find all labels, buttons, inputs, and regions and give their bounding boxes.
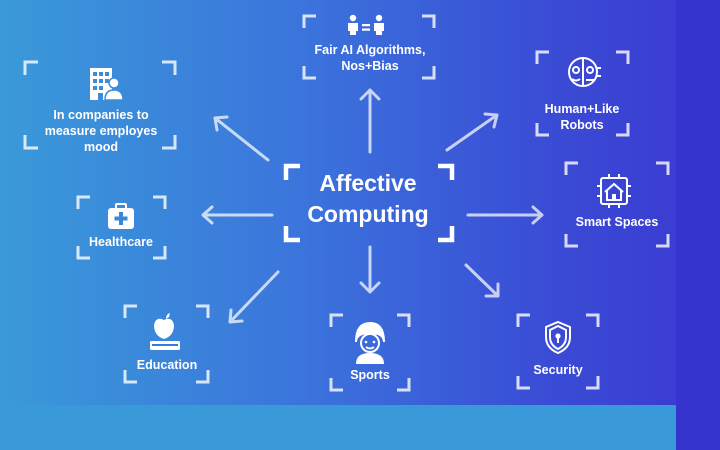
office-building-person-icon — [90, 68, 124, 101]
fair-ai-label-line1: Fair AI Algorithms, — [314, 43, 426, 57]
arrow-to-fair-ai — [359, 88, 381, 154]
arrow-to-robots — [445, 112, 499, 152]
arrow-to-education — [228, 270, 280, 324]
first-aid-kit-icon — [108, 203, 134, 229]
sports-label-line1: Sports — [350, 368, 390, 382]
smart-spaces-frame — [564, 161, 670, 248]
healthcare-label: Healthcare — [66, 234, 176, 250]
companies-label-line2: measure employes — [44, 124, 158, 138]
smart-spaces-label-line1: Smart Spaces — [575, 215, 659, 229]
fair-ai-label: Fair AI Algorithms, Nos+Bias — [288, 42, 452, 74]
security-frame — [516, 313, 600, 390]
center-title: Affective Computing — [290, 168, 446, 230]
right-edge-strip — [676, 0, 720, 450]
athlete-headband-icon — [355, 322, 385, 364]
robots-label-line2: Robots — [560, 118, 604, 132]
arrow-to-security — [464, 263, 500, 298]
sports-frame — [329, 313, 411, 392]
people-equality-icon — [348, 14, 384, 35]
education-label-line1: Education — [136, 358, 198, 372]
robots-label-line1: Human+Like — [544, 102, 620, 116]
bottom-band — [0, 405, 676, 450]
security-label-line1: Security — [533, 363, 583, 377]
companies-label-line1: In companies to — [53, 108, 149, 122]
center-frame — [283, 163, 455, 243]
smart-home-icon — [597, 174, 631, 208]
robots-label: Human+Like Robots — [524, 101, 640, 133]
robot-head-icon — [568, 57, 601, 87]
arrow-to-smart-spaces — [466, 205, 544, 225]
education-label: Education — [112, 357, 222, 373]
shield-lock-icon — [545, 320, 571, 355]
fair-ai-label-line2: Nos+Bias — [341, 59, 399, 73]
companies-frame — [23, 60, 177, 150]
arrow-to-companies — [213, 115, 270, 162]
healthcare-label-line1: Healthcare — [89, 235, 153, 249]
companies-label: In companies to measure employes mood — [30, 107, 172, 155]
arrow-to-sports — [359, 245, 381, 294]
companies-label-line3: mood — [83, 140, 119, 154]
fair-ai-frame — [302, 14, 436, 80]
center-title-line1: Affective — [319, 170, 417, 196]
arrow-to-healthcare — [201, 205, 274, 225]
smart-spaces-label: Smart Spaces — [558, 214, 676, 230]
apple-on-book-icon — [150, 313, 180, 350]
security-label: Security — [508, 362, 608, 378]
healthcare-frame — [76, 195, 167, 260]
sports-label: Sports — [320, 367, 420, 383]
center-title-line2: Computing — [307, 201, 429, 227]
robots-frame — [535, 50, 630, 137]
education-frame — [123, 304, 210, 384]
